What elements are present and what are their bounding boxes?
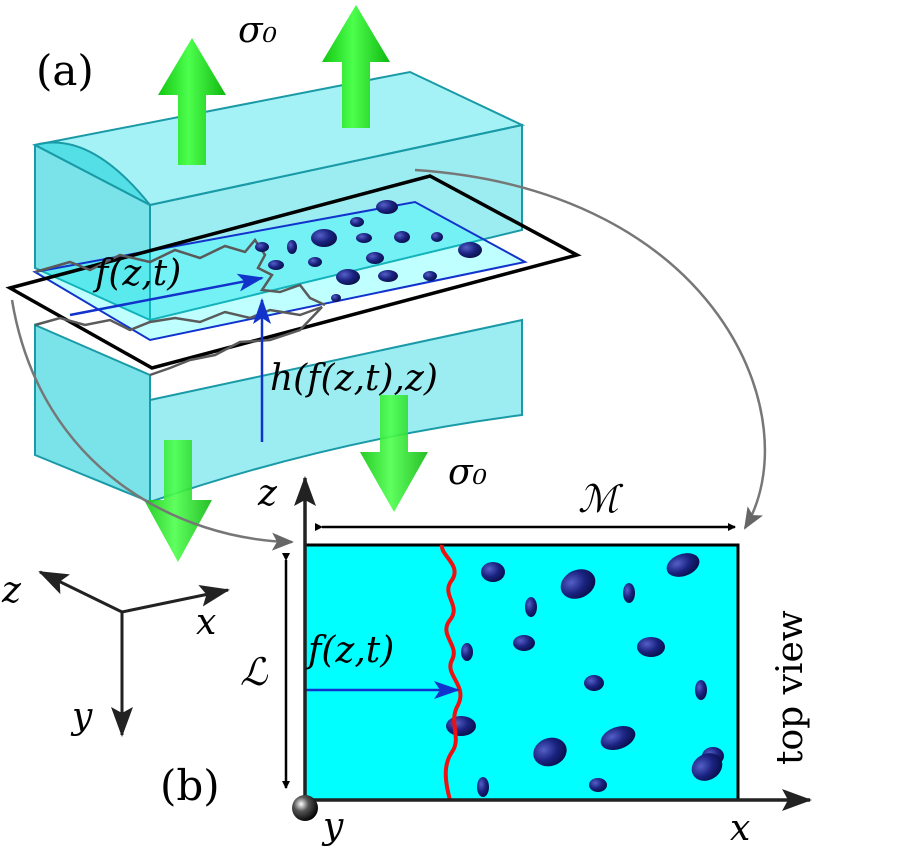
front-arrow-a (69, 273, 264, 317)
upper-block (32, 70, 526, 322)
axis-y-label-b: y (321, 806, 344, 847)
width-label: ℳ (578, 477, 624, 521)
connector-right (414, 168, 767, 530)
height-label: h(f(z,t),z) (270, 358, 438, 399)
top-view-label: top view (770, 610, 811, 765)
panel-b-label: (b) (160, 761, 220, 810)
coordinate-triad: z x y (1, 570, 230, 737)
origin-y-ball (292, 795, 318, 821)
length-label: ℒ (240, 650, 269, 694)
crack-front-red (439, 544, 463, 801)
sigma-top-label: σ₀ (238, 10, 277, 51)
triad-x-label: x (196, 602, 216, 643)
stress-arrow-bottom-right (360, 395, 428, 512)
top-view-plane (303, 543, 740, 802)
triad-z-label: z (1, 570, 22, 611)
connector-left (10, 299, 294, 551)
axis-z-label-b: z (257, 473, 278, 514)
plane-frame (5, 174, 582, 370)
front-label-b: f(z,t) (305, 630, 394, 671)
plane-obstacles (255, 200, 482, 302)
crack-front-upper (34, 237, 326, 307)
stress-arrow-bottom-left (144, 440, 212, 562)
panel-a-label: (a) (36, 46, 94, 95)
stress-arrow-top-right (322, 5, 390, 128)
triad-y-label: y (70, 696, 93, 737)
front-label-a: f(z,t) (92, 253, 181, 294)
lower-block (34, 318, 523, 504)
panel-b: (b) ℳ ℒ f(z,t) z x y top view (160, 473, 812, 848)
stress-arrow-top-left (158, 38, 226, 165)
panel-a: (a) σ₀ f(z,t) h(f(z,t),z) σ₀ (5, 5, 582, 562)
axis-x-label-b: x (730, 808, 750, 848)
sigma-bottom-label: σ₀ (448, 452, 487, 493)
top-view-obstacles (446, 553, 724, 797)
